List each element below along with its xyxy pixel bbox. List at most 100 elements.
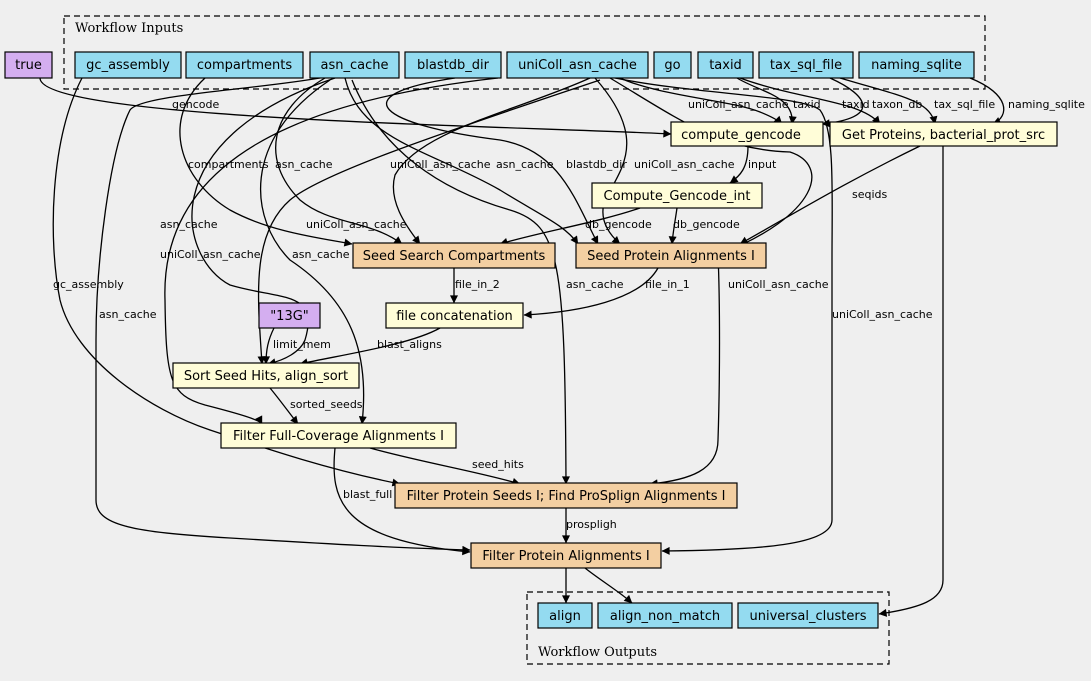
node-label: true bbox=[15, 58, 42, 73]
node-filter-full-coverage[interactable]: Filter Full-Coverage Alignments I bbox=[220, 422, 457, 449]
node-label: "13G" bbox=[270, 309, 309, 324]
node-seed-search-compartments[interactable]: Seed Search Compartments bbox=[352, 242, 556, 269]
node-sort-seed-hits[interactable]: Sort Seed Hits, align_sort bbox=[172, 362, 360, 389]
edge-taxsql-to-get-proteins: tax_sql_file bbox=[839, 77, 995, 125]
edge-label-taxon-db: taxon_db bbox=[872, 98, 922, 111]
node-label: uniColl_asn_cache bbox=[518, 58, 637, 73]
edge-label-asn-fpa: asn_cache bbox=[99, 308, 157, 321]
edge-cgi-to-spa: db_gencode bbox=[668, 207, 740, 245]
edge-asn-to-fps: asn_cache bbox=[351, 79, 624, 485]
edge-ssc-to-concat: file_in_2 bbox=[450, 268, 500, 304]
edge-label-unicoll-fpa: uniColl_asn_cache bbox=[832, 308, 933, 321]
edge-cg-to-cgi: input bbox=[729, 145, 777, 184]
edge-label-blast-aligns: blast_aligns bbox=[377, 338, 442, 351]
edge-label-unicoll-sort: uniColl_asn_cache bbox=[306, 218, 407, 231]
edge-label-file-in-1: file_in_1 bbox=[645, 278, 690, 291]
edge-filter-full-to-fpa: blast_full bbox=[333, 447, 471, 556]
node-compute-gencode-int[interactable]: Compute_Gencode_int bbox=[591, 182, 763, 209]
workflow-inputs-cluster: Workflow Inputs bbox=[63, 15, 986, 90]
edge-gp-to-spa: seqids bbox=[739, 145, 921, 245]
node-label: tax_sql_file bbox=[770, 58, 842, 73]
edge-label-prospligh: prospligh bbox=[566, 518, 617, 531]
edge-label-seqids: seqids bbox=[852, 188, 888, 201]
node-input-go[interactable]: go bbox=[653, 51, 692, 79]
edge-asn-to-filter-full: asn_cache bbox=[259, 79, 367, 425]
node-label: Seed Protein Alignments I bbox=[587, 249, 755, 264]
edge-asn-to-sort: asn_cache bbox=[160, 77, 336, 367]
edge-label-limit-mem: limit_mem bbox=[273, 338, 331, 351]
edge-unicoll-to-ssc: uniColl_asn_cache bbox=[390, 77, 591, 245]
edge-label-asn-filter-full: asn_cache bbox=[292, 248, 350, 261]
node-label: Filter Full-Coverage Alignments I bbox=[233, 429, 444, 444]
node-label: Sort Seed Hits, align_sort bbox=[184, 369, 348, 384]
edge-naming-to-get-proteins: naming_sqlite bbox=[969, 77, 1085, 125]
edge-asn-to-fpa: asn_cache bbox=[95, 77, 471, 554]
edge-label-unicoll-spa: uniColl_asn_cache bbox=[634, 158, 735, 171]
node-input-naming-sqlite[interactable]: naming_sqlite bbox=[858, 51, 975, 79]
node-seed-protein-alignments[interactable]: Seed Protein Alignments I bbox=[575, 242, 767, 269]
edge-asn-to-spa: asn_cache bbox=[344, 77, 579, 245]
edge-fpa-to-align-non-match bbox=[584, 567, 633, 604]
edge-label-asn-spa: asn_cache bbox=[496, 158, 554, 171]
edge-unicoll-to-fpa: uniColl_asn_cache bbox=[614, 77, 933, 555]
node-input-tax-sql-file[interactable]: tax_sql_file bbox=[758, 51, 854, 79]
node-input-gc-assembly[interactable]: gc_assembly bbox=[74, 51, 182, 79]
node-label: align_non_match bbox=[610, 609, 720, 624]
node-input-unicoll-asn-cache[interactable]: uniColl_asn_cache bbox=[506, 51, 649, 79]
node-label: universal_clusters bbox=[750, 609, 867, 624]
node-output-align-non-match[interactable]: align_non_match bbox=[597, 602, 733, 629]
nodes: true gc_assembly compartments asn_cache … bbox=[4, 51, 1058, 629]
edge-compartments-to-ssc: compartments bbox=[179, 77, 353, 247]
edge-filter-full-to-fps: seed_hits bbox=[369, 447, 524, 486]
node-label: blastdb_dir bbox=[417, 58, 490, 73]
edge-unicoll-to-compute-gencode: uniColl_asn_cache bbox=[619, 77, 789, 125]
node-input-asn-cache[interactable]: asn_cache bbox=[309, 51, 400, 79]
node-get-proteins[interactable]: Get Proteins, bacterial_prot_src bbox=[829, 121, 1058, 147]
node-label: align bbox=[549, 609, 581, 624]
edge-label-sorted-seeds: sorted_seeds bbox=[290, 398, 363, 411]
node-filter-protein-alignments[interactable]: Filter Protein Alignments I bbox=[470, 542, 662, 569]
edge-label-taxid-gp: taxid bbox=[842, 98, 870, 111]
node-label: gc_assembly bbox=[86, 58, 170, 73]
edge-label-naming-sqlite: naming_sqlite bbox=[1008, 98, 1085, 111]
workflow-outputs-cluster: Workflow Outputs bbox=[526, 591, 890, 665]
edge-fps-to-fpa: prospligh bbox=[562, 508, 617, 544]
edge-label-tax-sql-file: tax_sql_file bbox=[934, 98, 995, 111]
node-input-blastdb-dir[interactable]: blastdb_dir bbox=[404, 51, 502, 79]
edge-label-compartments: compartments bbox=[188, 158, 269, 171]
edge-label-unicoll-fps: uniColl_asn_cache bbox=[728, 278, 829, 291]
node-label: naming_sqlite bbox=[871, 58, 962, 73]
edge-gc-to-fps: gc_assembly bbox=[52, 77, 401, 487]
workflow-inputs-label: Workflow Inputs bbox=[75, 21, 183, 36]
edge-label-seed-hits: seed_hits bbox=[472, 458, 524, 471]
edge-sort-to-filter-full: sorted_seeds bbox=[269, 387, 363, 425]
node-filter-protein-seeds[interactable]: Filter Protein Seeds I; Find ProSplign A… bbox=[394, 482, 738, 509]
node-true-constant[interactable]: true bbox=[4, 51, 53, 79]
edge-label-blastdb-dir: blastdb_dir bbox=[566, 158, 627, 171]
edge-label-file-in-2: file_in_2 bbox=[455, 278, 500, 291]
node-mem-constant[interactable]: "13G" bbox=[258, 302, 321, 329]
node-label: compute_gencode bbox=[681, 128, 801, 143]
node-output-universal-clusters[interactable]: universal_clusters bbox=[737, 602, 879, 629]
node-output-align[interactable]: align bbox=[537, 602, 593, 629]
edge-taxsql-to-compute-gencode: taxon_db bbox=[821, 77, 922, 128]
edge-gp-to-universal-clusters bbox=[878, 146, 944, 617]
edge-unicoll-to-sort: uniColl_asn_cache bbox=[257, 79, 601, 365]
node-input-compartments[interactable]: compartments bbox=[185, 51, 304, 79]
node-input-taxid[interactable]: taxid bbox=[697, 51, 754, 79]
node-file-concatenation[interactable]: file concatenation bbox=[385, 302, 524, 329]
node-label: file concatenation bbox=[396, 309, 513, 324]
node-label: Get Proteins, bacterial_prot_src bbox=[842, 128, 1045, 143]
edge-spa-to-concat: file_in_1 bbox=[523, 267, 690, 319]
node-compute-gencode[interactable]: compute_gencode bbox=[670, 121, 824, 147]
edge-label-asn-ssc: asn_cache bbox=[275, 158, 333, 171]
edge-label-input: input bbox=[748, 158, 777, 171]
node-label: asn_cache bbox=[321, 58, 389, 73]
edge-cgi-to-ssc: db_gencode bbox=[499, 207, 652, 246]
node-label: go bbox=[664, 58, 680, 73]
edge-label-unicoll-ssc: uniColl_asn_cache bbox=[390, 158, 491, 171]
edge-label-unicoll-cg: uniColl_asn_cache bbox=[688, 98, 789, 111]
edge-label-gencode: gencode bbox=[172, 98, 219, 111]
edge-label-unicoll-filter-full: uniColl_asn_cache bbox=[160, 248, 261, 261]
